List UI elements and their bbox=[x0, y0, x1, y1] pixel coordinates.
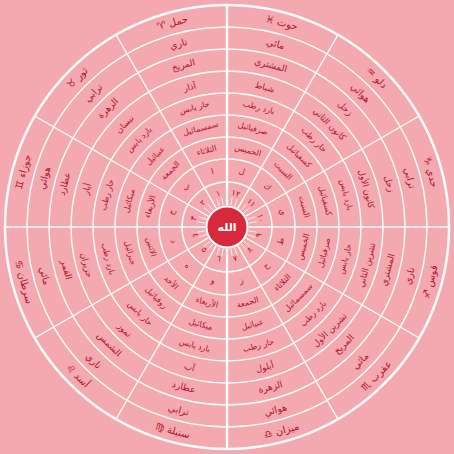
table-cell: حزيران bbox=[69, 230, 105, 298]
center-ray bbox=[201, 212, 208, 216]
table-cell: ٦ bbox=[208, 247, 228, 271]
center-ray bbox=[212, 201, 216, 208]
center-ray bbox=[197, 227, 205, 228]
table-cell: ٧ bbox=[226, 247, 246, 271]
spoke-line bbox=[226, 5, 228, 205]
center-ray bbox=[248, 217, 256, 220]
table-cell: الأربعاء bbox=[136, 187, 165, 227]
center-ray bbox=[201, 238, 208, 242]
center-ray bbox=[249, 231, 257, 232]
center-ray bbox=[231, 249, 232, 257]
center-ray bbox=[227, 249, 228, 257]
center-ray bbox=[197, 231, 205, 232]
table-cell: ٩ bbox=[247, 226, 271, 246]
center-disk: الله bbox=[205, 205, 249, 249]
center-ray bbox=[222, 197, 223, 205]
table-cell: ١٢ bbox=[226, 183, 246, 207]
center-ray bbox=[217, 199, 220, 207]
spoke-line bbox=[249, 226, 449, 227]
center-word: الله bbox=[205, 205, 249, 249]
center-ray bbox=[222, 249, 223, 257]
center-ray bbox=[197, 222, 205, 223]
table-cell: جبرائيل bbox=[114, 229, 145, 278]
table-cell: المريخ bbox=[145, 46, 223, 85]
center-ray bbox=[199, 217, 207, 220]
center-ray bbox=[235, 199, 238, 207]
center-ray bbox=[212, 246, 216, 253]
table-cell: ٤ bbox=[183, 226, 207, 246]
center-ray bbox=[249, 227, 257, 228]
ring-line bbox=[5, 5, 449, 449]
table-cell: الجمعة bbox=[228, 289, 268, 318]
spoke-line bbox=[5, 226, 205, 227]
table-cell: الاثنين bbox=[136, 228, 165, 268]
spoke-line bbox=[226, 249, 228, 449]
center-ray bbox=[227, 197, 228, 205]
center-ray bbox=[208, 204, 213, 210]
table-cell: ١٠ bbox=[247, 208, 271, 228]
table-cell: الخميس bbox=[289, 228, 318, 268]
table-cell: الأربعاء bbox=[187, 289, 227, 318]
center-ray bbox=[238, 246, 242, 253]
table-cell: السبت bbox=[289, 187, 318, 227]
table-cell: ٣ bbox=[183, 208, 207, 228]
center-ray bbox=[246, 212, 253, 216]
table-cell: الثلاثاء bbox=[187, 136, 227, 165]
table-cell: ١ bbox=[208, 183, 228, 207]
center-ray bbox=[238, 201, 242, 208]
table-cell: الخميس bbox=[228, 136, 268, 165]
center-ray bbox=[246, 238, 253, 242]
center-ray bbox=[204, 208, 210, 213]
